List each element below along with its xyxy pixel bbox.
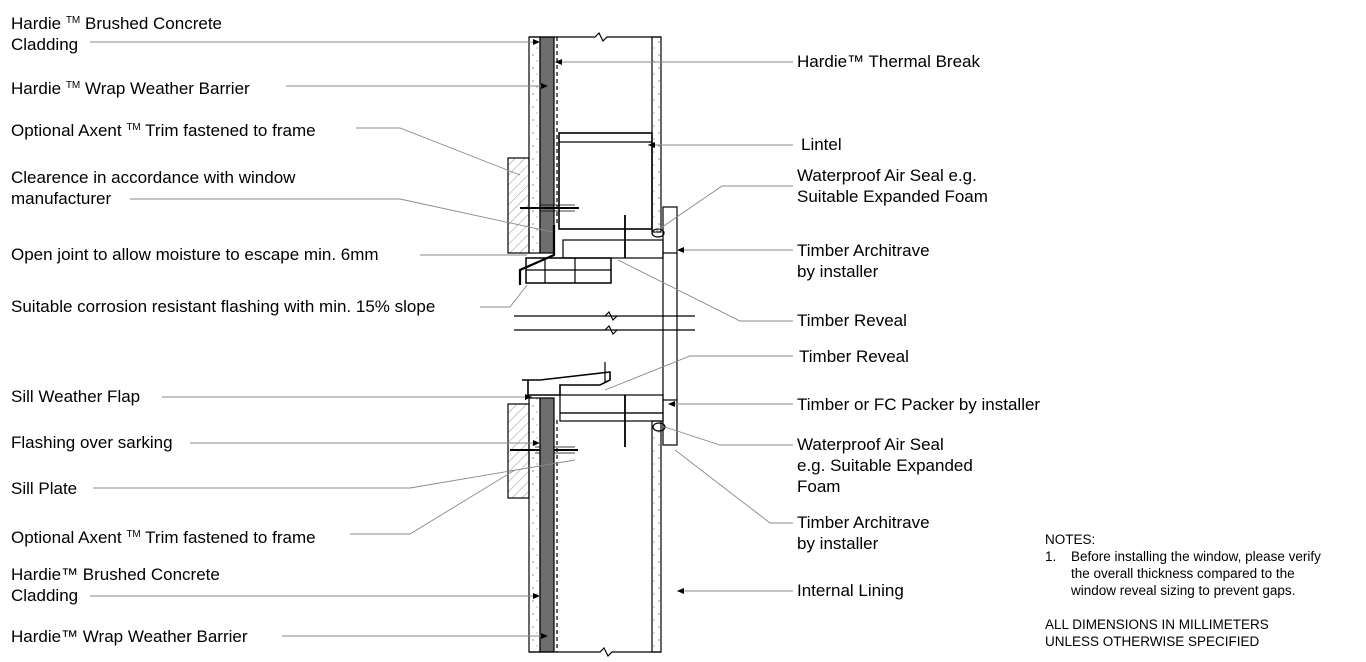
- label-axent-bottom: Optional Axent TM Trim fastened to frame: [11, 528, 316, 547]
- label-internal-lining: Internal Lining: [797, 581, 904, 600]
- cladding-top: [528, 36, 541, 254]
- label-open-joint: Open joint to allow moisture to escape m…: [11, 245, 379, 264]
- timber-packer: [559, 412, 664, 422]
- timber-reveal-top: [562, 239, 664, 259]
- notes-item-text: Before installing the window, please ver…: [1071, 549, 1321, 598]
- label-reveal-top: Timber Reveal: [797, 311, 907, 330]
- weather-barrier-bottom: [539, 397, 555, 653]
- sill-frame: [522, 371, 611, 396]
- notes-block: NOTES: 1. Before installing the window, …: [1045, 531, 1363, 650]
- label-air-seal-top: Waterproof Air Seal e.g. Suitable Expand…: [797, 166, 988, 206]
- label-flashing-sarking: Flashing over sarking: [11, 433, 173, 452]
- label-cladding-top: Hardie TM Brushed Concrete Cladding: [11, 14, 223, 54]
- label-architrave-bottom: Timber Architrave by installer: [797, 513, 930, 553]
- notes-item: 1. Before installing the window, please …: [1045, 548, 1363, 599]
- timber-reveal-bottom: [559, 394, 664, 414]
- label-axent-top: Optional Axent TM Trim fastened to frame: [11, 121, 316, 140]
- head-section: [507, 31, 695, 336]
- label-reveal-bottom: Timber Reveal: [799, 347, 909, 366]
- axent-trim-top: [507, 157, 530, 254]
- label-wrap-top: Hardie TM Wrap Weather Barrier: [11, 79, 250, 98]
- notes-dimensions: ALL DIMENSIONS IN MILLIMETERS UNLESS OTH…: [1045, 617, 1269, 649]
- label-sill-flap: Sill Weather Flap: [11, 387, 141, 406]
- label-sill-plate: Sill Plate: [11, 479, 78, 498]
- sill-section: [507, 362, 678, 658]
- cladding-bottom: [528, 397, 541, 653]
- label-lintel: Lintel: [801, 135, 842, 154]
- timber-architrave-bottom: [662, 399, 678, 446]
- label-cladding-bottom: Hardie™ Brushed Concrete Cladding: [11, 565, 220, 605]
- label-architrave-top: Timber Architrave by installer: [797, 241, 930, 281]
- internal-lining-bottom: [651, 420, 662, 653]
- head-flashing: [518, 225, 556, 285]
- label-wrap-bottom: Hardie™ Wrap Weather Barrier: [11, 627, 248, 646]
- notes-heading: NOTES:: [1045, 532, 1096, 547]
- label-air-seal-bottom: Waterproof Air Seal e.g. Suitable Expand…: [797, 435, 973, 496]
- weather-barrier-top: [539, 36, 555, 254]
- notes-item-number: 1.: [1045, 549, 1057, 564]
- label-thermal-break: Hardie™ Thermal Break: [797, 52, 980, 71]
- internal-lining-top: [651, 36, 662, 233]
- leader-arrowheads: [525, 39, 684, 639]
- timber-architrave-top: [662, 206, 678, 254]
- label-packer: Timber or FC Packer by installer: [797, 395, 1041, 414]
- label-flashing-slope: Suitable corrosion resistant flashing wi…: [11, 297, 436, 316]
- label-clearance: Clearence in accordance with window manu…: [11, 168, 296, 208]
- lintel: [558, 132, 653, 230]
- leader-lines: [90, 41, 793, 637]
